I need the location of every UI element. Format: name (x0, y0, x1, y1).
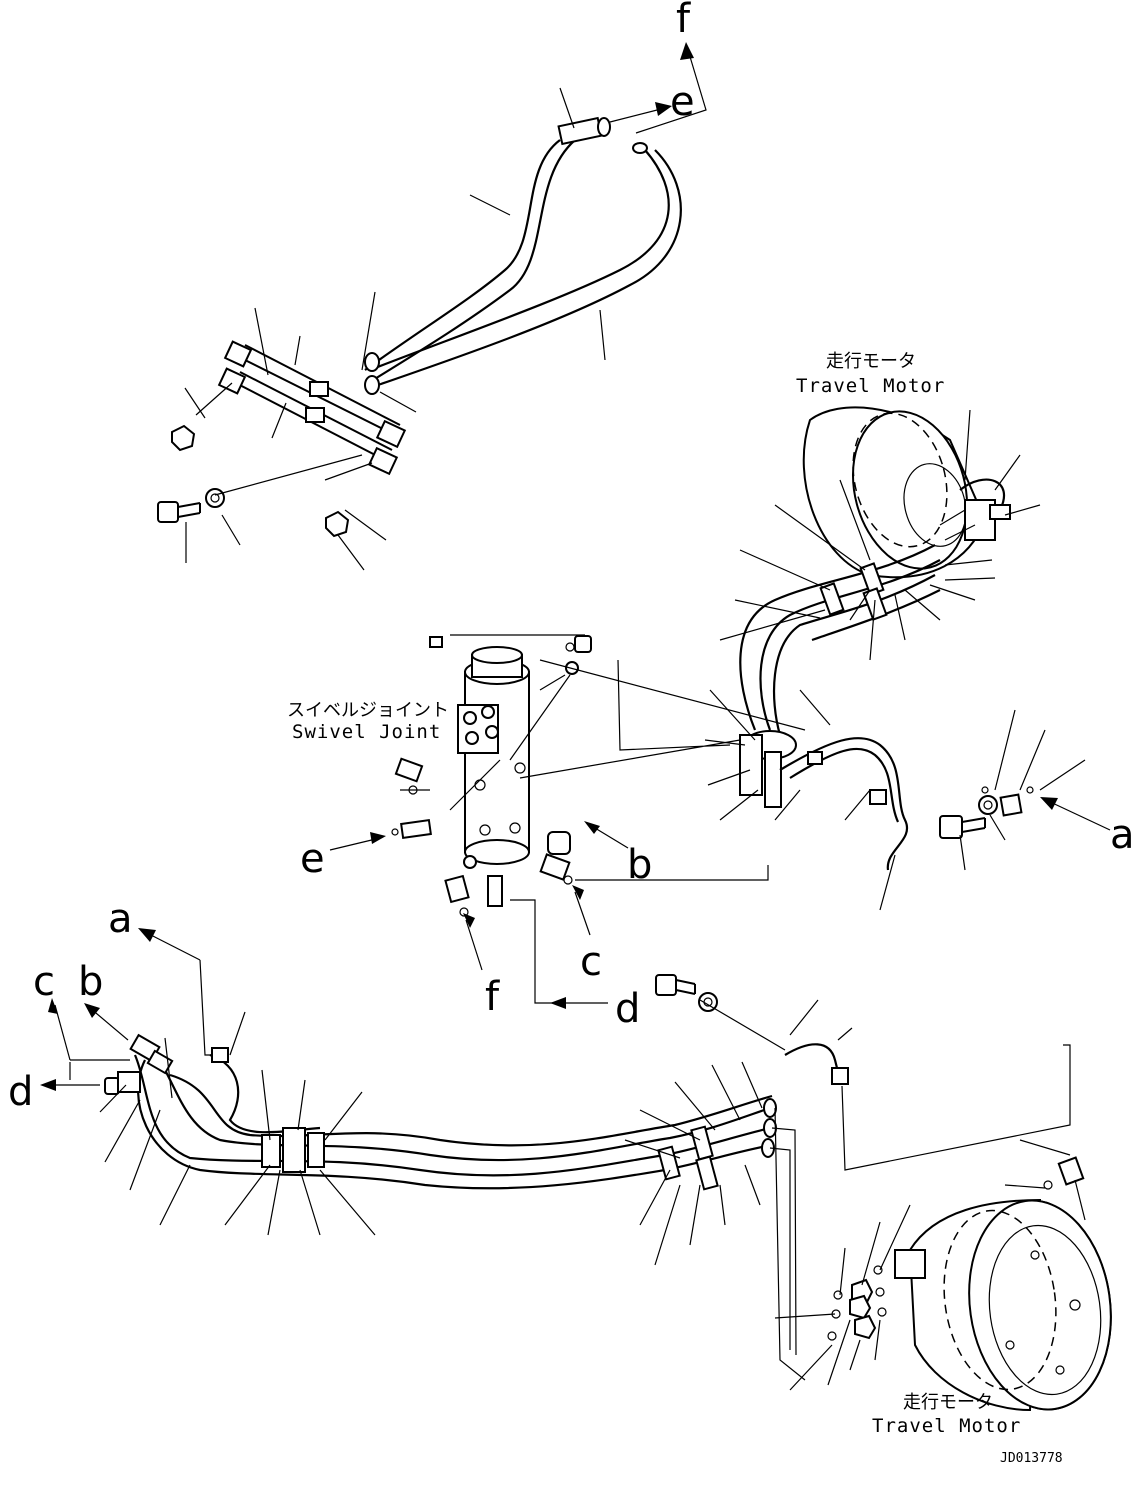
svg-text:f: f (485, 974, 500, 1020)
travel-motor-lower (774, 1139, 1112, 1412)
travel-motor-label-upper-jp: 走行モータ (826, 351, 916, 372)
drawing-labels: 走行モータ Travel Motor スイベルジョイント Swivel Join… (287, 351, 1063, 1466)
travel-motor-upper: a (704, 406, 1135, 911)
swivel-joint-label-en: Swivel Joint (292, 721, 441, 743)
svg-text:e: e (300, 836, 325, 882)
svg-text:a: a (108, 896, 133, 942)
travel-motor-label-lower-jp: 走行モータ (903, 1392, 993, 1413)
swivel-joint: e b c f d (300, 634, 806, 1032)
travel-motor-label-upper-en: Travel Motor (796, 375, 945, 397)
svg-text:b: b (627, 842, 652, 888)
drawing-id: JD013778 (1000, 1451, 1063, 1466)
svg-text:f: f (676, 0, 691, 42)
upper-hose-assembly: e f (157, 0, 707, 571)
swivel-joint-label-jp: スイベルジョイント (287, 700, 449, 721)
svg-text:c: c (33, 959, 55, 1005)
travel-motor-label-lower-en: Travel Motor (872, 1415, 1021, 1437)
svg-text:e: e (670, 79, 695, 125)
svg-text:b: b (78, 959, 103, 1005)
svg-text:c: c (580, 939, 602, 985)
svg-text:d: d (8, 1069, 33, 1115)
svg-text:d: d (615, 986, 640, 1032)
lower-hose-assembly: a b c d (8, 896, 1071, 1381)
svg-text:a: a (1110, 812, 1135, 858)
